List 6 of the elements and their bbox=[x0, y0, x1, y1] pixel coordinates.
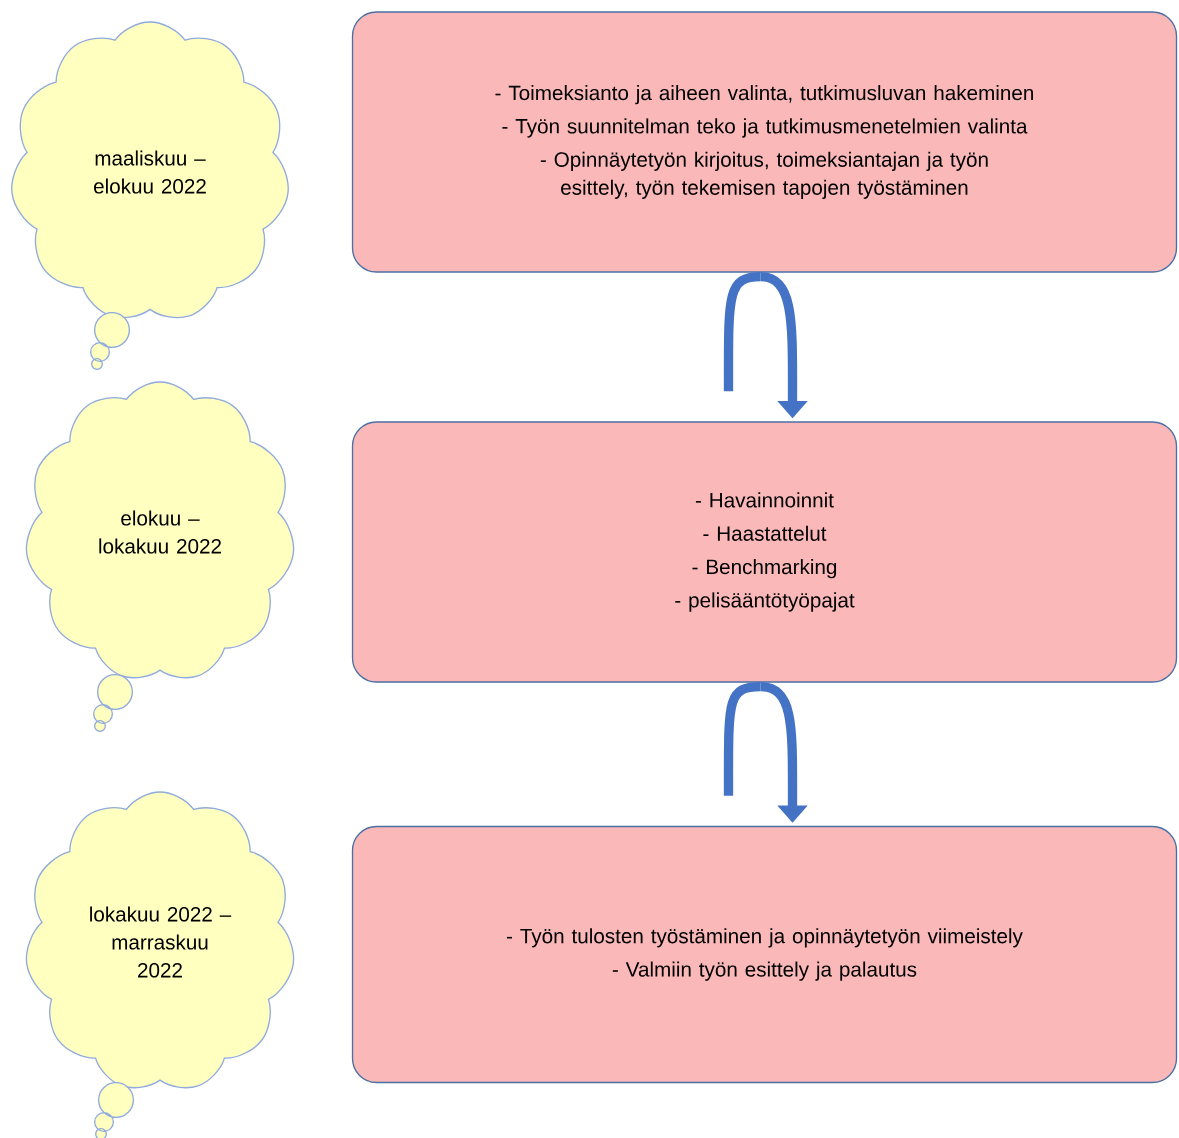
thought-cloud: elokuu – lokakuu 2022 bbox=[25, 381, 295, 679]
text-box: - Havainnoinnit - Haastattelut - Benchmarking - pelisääntötyöpajat bbox=[351, 421, 1178, 683]
thought-cloud: maaliskuu – elokuu 2022 bbox=[11, 21, 289, 319]
thought-cloud: lokakuu 2022 – marraskuu 2022 bbox=[25, 791, 295, 1089]
text-box: - Työn tulosten työstäminen ja opinnäytetyön viimeistely - Valmiin työn esittely ja palautus bbox=[351, 825, 1178, 1084]
text-box: - Toimeksianto ja aiheen valinta, tutkimusluvan hakeminen - Työn suunnitelman teko ja tutkimusmenetelmien valinta - Opinnäytetyön kirjoitus, toimeksiantajan ja työn esittely, työn tekemisen tapojen työstäminen bbox=[351, 11, 1178, 273]
